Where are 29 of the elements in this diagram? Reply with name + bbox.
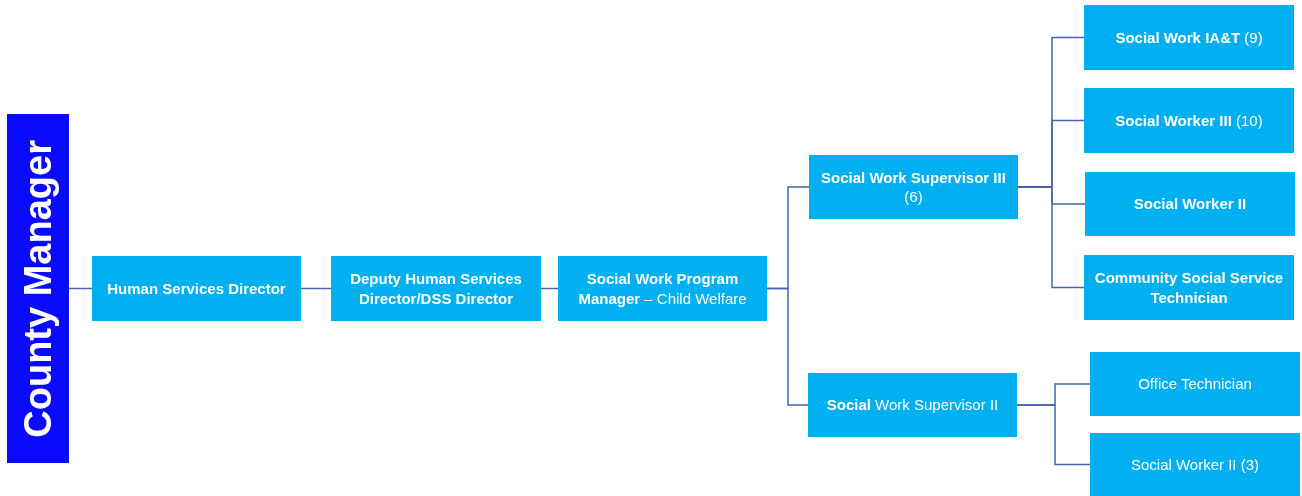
position-title: Social Work IA&T (9) xyxy=(1115,27,1263,48)
position-box xyxy=(1084,88,1294,153)
connector-line xyxy=(68,287,93,290)
position-box xyxy=(1085,172,1295,236)
position-title: Human Services Director xyxy=(107,278,286,299)
position-title: Deputy Human Services Director/DSS Director xyxy=(349,269,523,308)
position-title: Social Work Program Manager – Child Welfare xyxy=(577,269,748,308)
position-title: Social Worker II (3) xyxy=(1130,454,1260,475)
position-title: Social Worker II xyxy=(1133,194,1247,214)
position-box xyxy=(1090,433,1300,496)
title-bar xyxy=(7,114,69,463)
position-title: Social Worker III (10) xyxy=(1115,110,1263,131)
connector-line xyxy=(300,287,332,290)
position-box xyxy=(558,256,767,321)
position-box xyxy=(809,155,1018,219)
position-title: Community Social Service Technician xyxy=(1093,268,1285,307)
position-box xyxy=(808,373,1017,437)
position-box xyxy=(92,256,301,321)
position-box xyxy=(1090,352,1300,416)
position-box xyxy=(1084,5,1294,70)
position-title: Social Work Supervisor II xyxy=(826,395,999,415)
connector-line xyxy=(766,287,809,406)
position-title: Office Technician xyxy=(1138,374,1252,394)
position-title: County Manager xyxy=(19,139,57,438)
connector-line xyxy=(1017,186,1085,289)
position-title: Social Work Supervisor III (6) xyxy=(820,167,1007,207)
position-box xyxy=(1084,255,1294,320)
position-box xyxy=(331,256,541,321)
connector-line xyxy=(1016,404,1091,466)
